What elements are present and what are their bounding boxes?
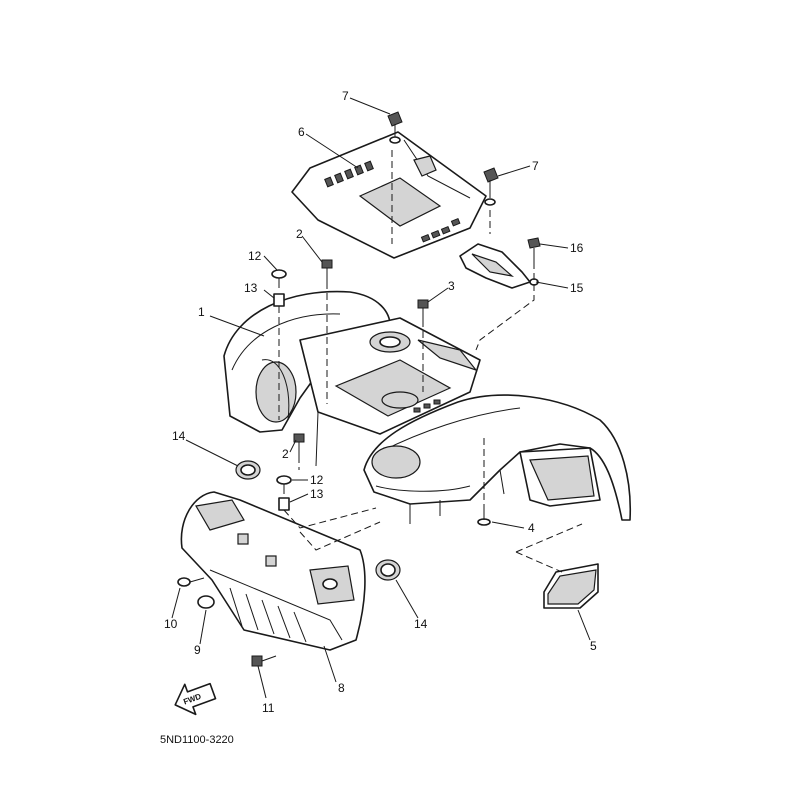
grommet-part-14-left	[235, 460, 261, 480]
callout-2-lower: 2	[282, 447, 289, 461]
callout-4: 4	[528, 521, 535, 535]
callout-15: 15	[570, 281, 584, 295]
forward-direction-arrow: FWD	[174, 682, 217, 716]
screw-part-16	[527, 237, 541, 262]
screw-part-10	[177, 577, 205, 587]
callout-labels: 7 6 7 16 15 12 13 2 3 1 14 2 12 13 4 14 …	[164, 89, 597, 715]
side-bracket-part-15	[459, 243, 539, 289]
cap-part-9	[197, 595, 215, 609]
callout-8: 8	[338, 681, 345, 695]
callout-2-upper: 2	[296, 227, 303, 241]
rear-panel-part-8	[180, 491, 366, 651]
bolt-part-2-upper	[321, 259, 333, 282]
clip-part-4	[477, 508, 491, 526]
callout-5: 5	[590, 639, 597, 653]
collar-part-13-upper	[273, 293, 285, 307]
callout-12-upper: 12	[248, 249, 262, 263]
callout-9: 9	[194, 643, 201, 657]
clip-fastener-7-right	[483, 167, 499, 206]
alignment-lines	[278, 150, 583, 573]
callout-1: 1	[198, 305, 205, 319]
callout-7-right: 7	[532, 159, 539, 173]
callout-13-upper: 13	[244, 281, 258, 295]
collar-part-13-lower	[278, 497, 290, 511]
callout-10: 10	[164, 617, 178, 631]
callout-6: 6	[298, 125, 305, 139]
callout-14-left: 14	[172, 429, 186, 443]
bolt-part-11	[251, 655, 277, 667]
leader-lines	[171, 97, 591, 699]
screw-part-12-upper	[271, 269, 287, 288]
clip-fastener-7-top	[387, 111, 403, 144]
screw-part-12-lower	[276, 475, 292, 494]
callout-14-right: 14	[414, 617, 428, 631]
callout-7-top: 7	[342, 89, 349, 103]
bolt-part-2-lower	[293, 433, 305, 456]
callout-12-lower: 12	[310, 473, 324, 487]
grommet-part-14-right	[375, 559, 401, 581]
callout-11: 11	[262, 701, 275, 715]
callout-3: 3	[448, 279, 455, 293]
label-part-5	[543, 563, 599, 609]
callout-13-lower: 13	[310, 487, 324, 501]
bolt-part-3	[417, 299, 429, 320]
callout-16: 16	[570, 241, 584, 255]
diagram-code: 5ND1100-3220	[160, 734, 234, 746]
top-cover-part-6	[291, 131, 487, 259]
fender-part-1	[223, 290, 632, 524]
